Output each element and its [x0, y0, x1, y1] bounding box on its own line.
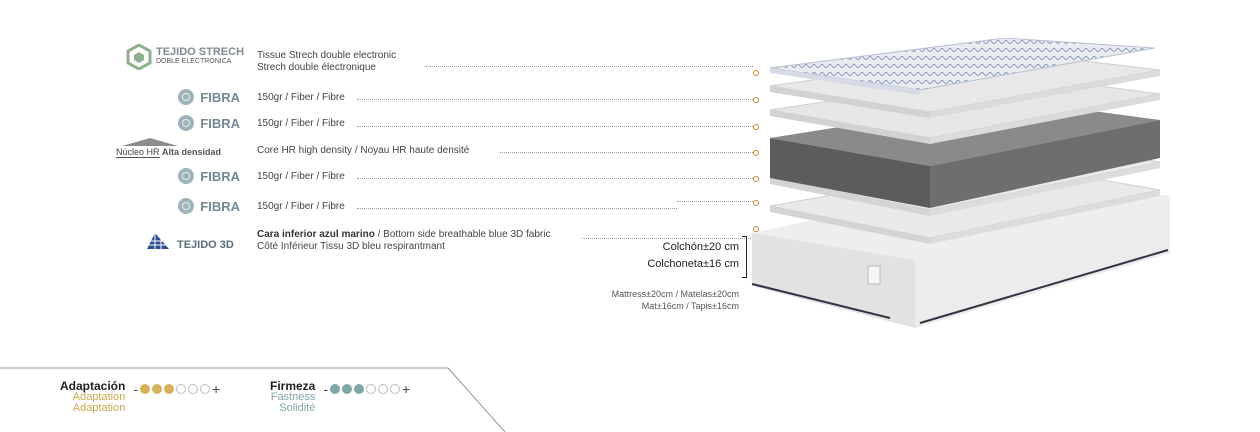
tejido-3d-logo: TEJIDO 3D — [145, 231, 234, 251]
desc-line: Tissue Strech double electronic — [257, 50, 397, 61]
desc-line: Strech double électronique — [257, 62, 376, 73]
leader-endpoint — [753, 176, 759, 182]
leader-endpoint — [753, 124, 759, 130]
rating-dot-empty — [188, 384, 199, 394]
rating-dot-empty — [366, 384, 377, 394]
leader-endpoint — [753, 200, 759, 206]
rating-dot-empty — [176, 384, 187, 394]
logo-text: TEJIDO STRECH — [156, 46, 245, 58]
rating-dot-filled — [164, 384, 175, 394]
leader-endpoint — [753, 70, 759, 76]
leader-endpoint — [753, 150, 759, 156]
layer-description: 150gr / Fiber / Fibre — [257, 171, 345, 182]
leader-line — [425, 66, 753, 67]
layer-description: Cara inferior azul marino / Bottom side … — [257, 229, 551, 252]
leader-line — [357, 99, 753, 100]
firmeza-scale: - + — [323, 381, 411, 397]
house-roof-icon — [122, 138, 178, 146]
rating-dot-filled — [140, 384, 151, 394]
leader-line — [357, 126, 753, 127]
leader-endpoint — [753, 226, 759, 232]
rating-dot-empty — [390, 384, 401, 394]
fibra-icon — [178, 168, 195, 184]
leader-line — [357, 208, 677, 209]
leader-line — [677, 201, 753, 202]
measurement-colchoneta: Colchoneta±16 cm — [647, 258, 739, 270]
fibra-logo: FIBRA — [178, 198, 240, 214]
layer-description: Core HR high density / Noyau HR haute de… — [257, 145, 470, 156]
adaptacion-scale: - + — [133, 381, 221, 397]
rating-dot-filled — [330, 384, 341, 394]
rating-dot-empty — [378, 384, 389, 394]
fibra-icon — [178, 115, 195, 131]
hexagon-icon — [126, 44, 152, 70]
measurement-colchon: Colchón±20 cm — [662, 241, 739, 253]
rating-adaptacion: Adaptación Adaptation Adaptation - + — [60, 379, 221, 414]
rating-dot-filled — [342, 384, 353, 394]
leader-line — [357, 178, 753, 179]
layer-description: Tissue Strech double electronic Strech d… — [257, 50, 396, 74]
leader-line — [500, 152, 753, 153]
rating-dot-empty — [200, 384, 211, 394]
fibra-icon — [178, 198, 195, 214]
rating-firmeza: Firmeza Fastness Solidité - + — [270, 379, 411, 414]
fibra-logo: FIBRA — [178, 115, 240, 131]
rating-dot-filled — [354, 384, 365, 394]
layer-description: 150gr / Fiber / Fibre — [257, 201, 345, 212]
tejido-strech-logo: TEJIDO STRECH DOBLE ELECTRÓNICA — [126, 44, 244, 70]
fibra-logo: FIBRA — [178, 168, 240, 184]
logo-subtext: DOBLE ELECTRÓNICA — [156, 58, 232, 65]
footer-divider — [0, 367, 506, 432]
measurement-bracket — [742, 236, 747, 278]
leader-line — [582, 238, 753, 239]
fabric-3d-icon — [147, 233, 169, 249]
layer-description: 150gr / Fiber / Fibre — [257, 118, 345, 129]
measurement-detail: Mattress±20cm / Matelas±20cm Mat±16cm / … — [611, 289, 739, 311]
mattress-layers-illustration — [751, 38, 1170, 328]
layer-description: 150gr / Fiber / Fibre — [257, 92, 345, 103]
fibra-logo: FIBRA — [178, 89, 240, 105]
fibra-icon — [178, 89, 195, 105]
rating-dot-filled — [152, 384, 163, 394]
leader-endpoint — [753, 97, 759, 103]
